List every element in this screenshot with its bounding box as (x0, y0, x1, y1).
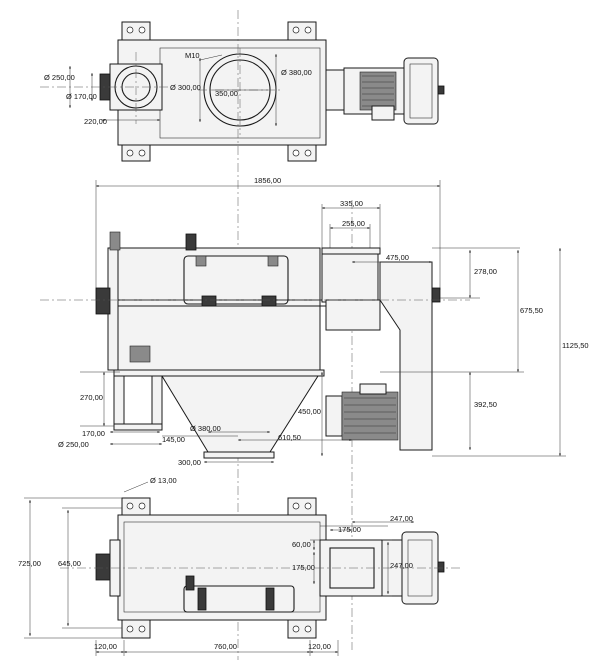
top-view: M10 Ø 250,00 Ø 170,00 220,00 Ø 300,00 35… (40, 21, 445, 162)
dim-top-300-dia: Ø 300,00 (170, 83, 201, 92)
dim-bottom-60: 60,00 (292, 540, 311, 549)
dim-bottom-247-a: 247,00 (390, 514, 413, 523)
dim-top-250-dia: Ø 250,00 (44, 73, 75, 82)
front-nameplate (129, 345, 151, 363)
dim-front-1125-5: 1125,50 (562, 341, 589, 350)
left-leg (113, 375, 125, 427)
base-frame (113, 369, 325, 377)
bottom-view: Ø 13,00 725,00 645,00 175,00 247,00 60,0… (18, 476, 460, 656)
inspection-door (183, 255, 289, 305)
front-motor (325, 383, 399, 441)
dim-front-278: 278,00 (474, 267, 497, 276)
dim-front-270: 270,00 (80, 393, 103, 402)
front-drum (117, 247, 321, 371)
drive-shaft-end (431, 287, 441, 303)
dim-front-475: 475,00 (386, 253, 409, 262)
bottom-inlet-hub (95, 553, 111, 581)
front-view: 1856,00 335,00 255,00 475,00 (40, 176, 589, 467)
left-leg-rear (151, 375, 163, 427)
dim-front-392-5: 392,50 (474, 400, 497, 409)
dim-front-335: 335,00 (340, 199, 363, 208)
bottom-feet (121, 497, 317, 639)
dim-bottom-725: 725,00 (18, 559, 41, 568)
hopper-flange (203, 451, 275, 459)
dim-bottom-120-right: 120,00 (308, 642, 331, 651)
dim-front-450: 450,00 (298, 407, 321, 416)
dim-front-250-dia: Ø 250,00 (58, 440, 89, 449)
dim-bottom-645: 645,00 (58, 559, 81, 568)
dim-bottom-175-a: 175,00 (338, 525, 361, 534)
dim-top-380-dia: Ø 380,00 (281, 68, 312, 77)
front-inlet-hub (95, 287, 111, 315)
dim-front-380-dia: Ø 380,00 (190, 424, 221, 433)
dim-bottom-247-b: 247,00 (390, 561, 413, 570)
thread-label: M10 (185, 51, 200, 60)
door-clamp-left (201, 295, 217, 307)
front-outlet-spout (321, 249, 379, 303)
dim-bottom-120-left: 120,00 (94, 642, 117, 651)
dim-front-1856: 1856,00 (254, 176, 281, 185)
dim-bottom-760: 760,00 (214, 642, 237, 651)
dim-top-220: 220,00 (84, 117, 107, 126)
front-lifting-lug (109, 231, 121, 251)
dim-bottom-175-b: 175,00 (292, 563, 315, 572)
dim-front-610-5: 610,50 (278, 433, 301, 442)
door-handle-left (185, 233, 197, 251)
dim-front-675-5: 675,50 (520, 306, 543, 315)
door-clamp-right (261, 295, 277, 307)
dim-bottom-13-dia: Ø 13,00 (150, 476, 177, 485)
top-motor (325, 57, 445, 125)
dim-front-300: 300,00 (178, 458, 201, 467)
dim-front-170: 170,00 (82, 429, 105, 438)
dim-top-170-dia: Ø 170,00 (66, 92, 97, 101)
bottom-housing (117, 514, 327, 621)
drive-connector (325, 299, 381, 331)
top-feet (121, 21, 317, 162)
dim-front-145: 145,00 (162, 435, 185, 444)
dim-top-350: 350,00 (215, 89, 238, 98)
dim-front-255: 255,00 (342, 219, 365, 228)
bottom-door (183, 585, 295, 613)
